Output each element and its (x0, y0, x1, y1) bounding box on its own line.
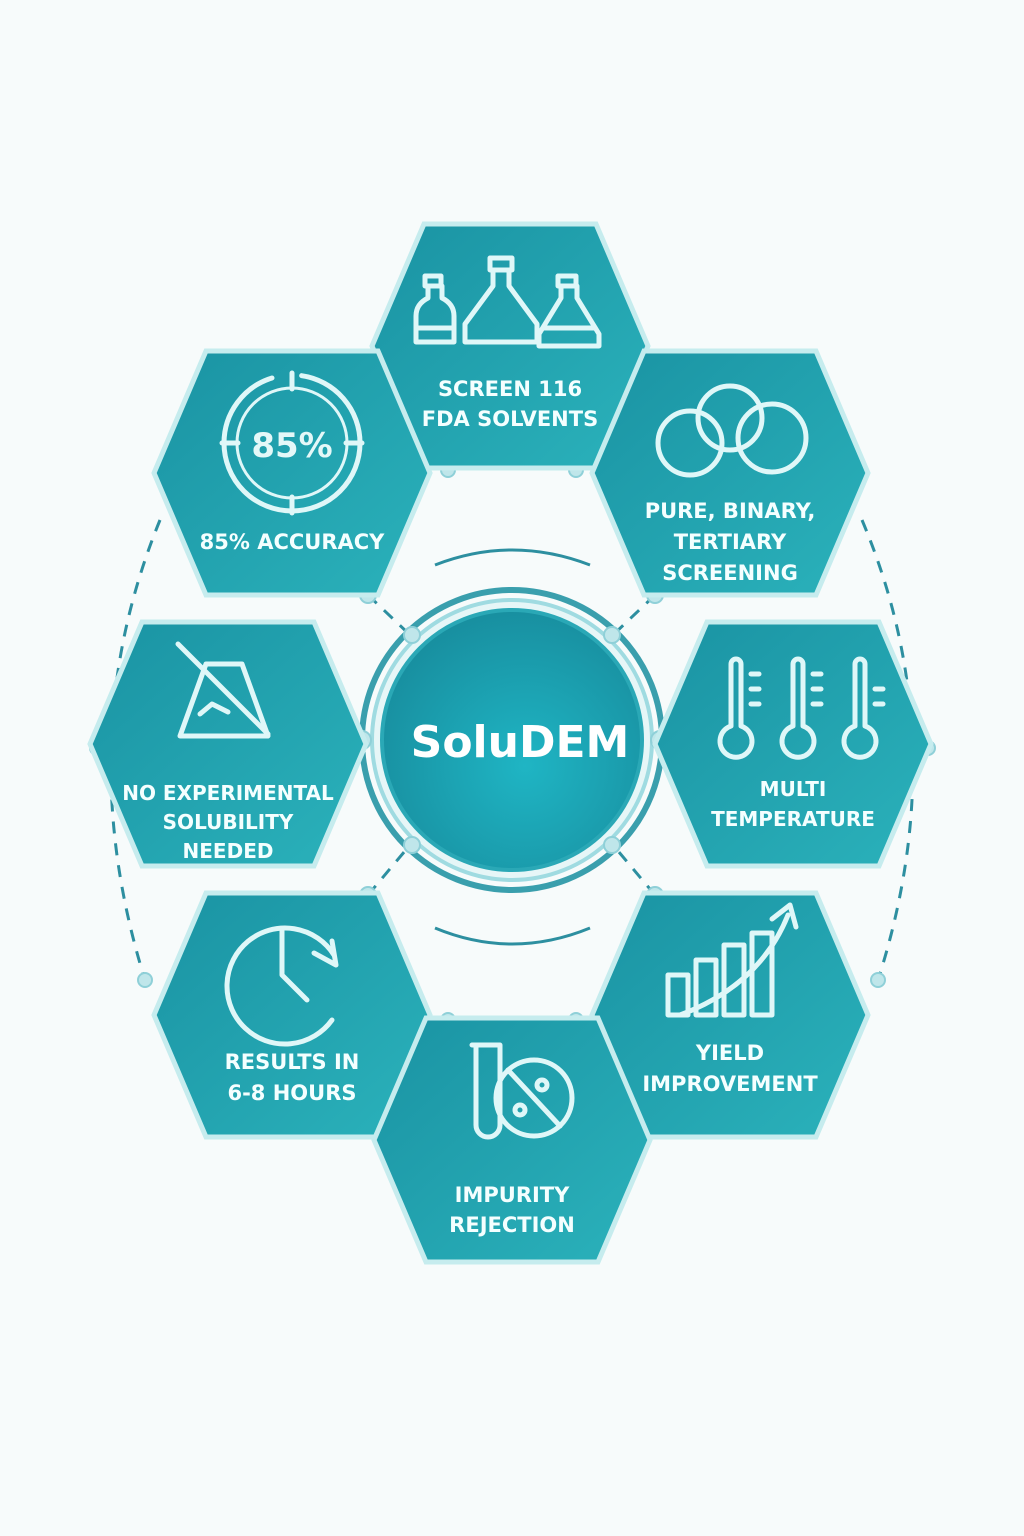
hex-label: PURE, BINARY, (645, 499, 816, 523)
gauge-value: 85% (251, 426, 332, 466)
hex-screening: PURE, BINARY, TERTIARY SCREENING (592, 351, 868, 595)
hex-yield: YIELD IMPROVEMENT (592, 893, 868, 1137)
hex-label: IMPROVEMENT (642, 1072, 818, 1096)
center-title: SoluDEM (411, 717, 630, 768)
hex-label: SOLUBILITY (163, 810, 294, 834)
flasks-icon (413, 255, 602, 349)
no-impurity-icon (469, 1042, 575, 1140)
hex-label: 85% ACCURACY (200, 530, 386, 554)
center-hub: SoluDEM (352, 587, 670, 893)
hex-impurity: IMPURITY REJECTION (374, 1018, 650, 1262)
bar-chart-arrow-icon (665, 902, 799, 1018)
hex-no-experimental: NO EXPERIMENTAL SOLUBILITY NEEDED (90, 622, 366, 866)
hex-label: MULTI (760, 777, 827, 801)
hex-label: TEMPERATURE (711, 807, 875, 831)
hex-temperature: MULTI TEMPERATURE (655, 622, 931, 866)
hex-label: REJECTION (449, 1213, 575, 1237)
svg-text:RESULTS IN6-8 HOURS: RESULTS IN 6-8 HOURS (225, 1050, 360, 1105)
hex-label: TERTIARY (674, 530, 787, 554)
hex-label: RESULTS IN (225, 1050, 360, 1074)
hex-accuracy: 85% 85% ACCURACY (154, 351, 430, 595)
hex-label: SCREENING (662, 561, 798, 585)
gauge-85-icon (219, 370, 365, 516)
hex-label: 6-8 HOURS (227, 1081, 356, 1105)
hex-label: FDA SOLVENTS (422, 407, 598, 431)
interlocking-rings-icon (655, 383, 809, 478)
hex-label: SCREEN 116 (438, 377, 582, 401)
crossed-flask-icon (175, 641, 271, 739)
hex-label: NO EXPERIMENTAL (122, 781, 334, 805)
clock-arrow-icon (224, 925, 339, 1047)
hex-label: IMPURITY (455, 1183, 570, 1207)
hex-label: YIELD (695, 1041, 764, 1065)
hex-results: RESULTS IN 6-8 HOURS (154, 893, 430, 1137)
hex-label: NEEDED (183, 839, 274, 863)
svg-text:85% ACCURACY: 85% ACCURACY (200, 530, 386, 554)
thermometers-icon (717, 656, 886, 760)
